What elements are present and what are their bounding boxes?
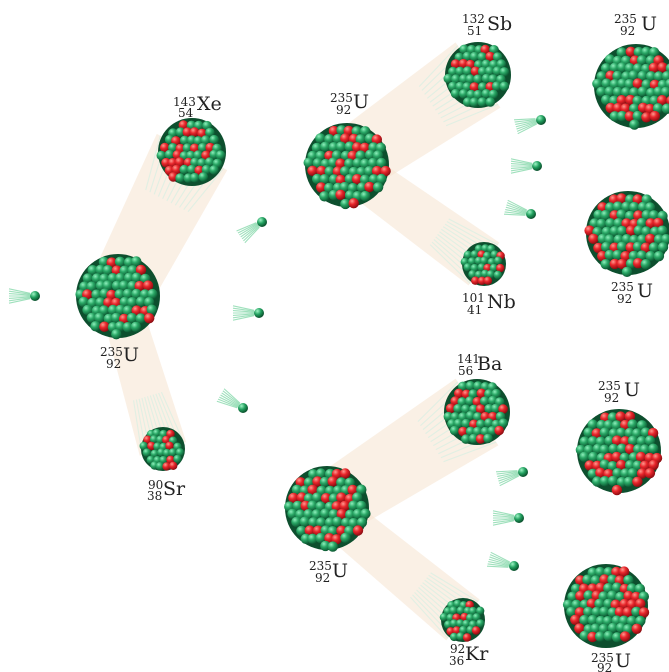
nucleus-nb101 (460, 242, 506, 286)
neutron-streak (486, 551, 511, 568)
free-neutron (257, 217, 267, 227)
nucleus-xe143 (156, 118, 226, 186)
label-sr90: 90 38 Sr (147, 474, 186, 504)
free-neutron (30, 291, 40, 301)
neutron-streak (513, 118, 538, 135)
label-xe143: 143 54 Xe (173, 91, 222, 121)
label-u235-bottom: 235 92 U (309, 555, 348, 586)
label-u235-right-3: 235 92 U (598, 375, 640, 406)
neutron-streaks (8, 118, 538, 568)
neutron-streak (216, 388, 241, 409)
label-u235-right-4: 235 92 U (591, 647, 631, 672)
free-neutron (514, 513, 524, 523)
nucleus-u235-initial (75, 254, 160, 340)
neutron-streak (503, 199, 528, 216)
free-neutron (518, 467, 528, 477)
label-u235-top: 235 92 U (330, 87, 369, 118)
label-u235-right-1: 235 92 U (614, 8, 657, 39)
neutron-streak (510, 158, 533, 174)
free-neutron (532, 161, 542, 171)
label-sb132: 132 51 Sb (462, 8, 512, 39)
neutron-streak (495, 470, 520, 487)
neutron-streak (236, 222, 260, 244)
nucleus-ba141 (443, 379, 510, 445)
nucleus-u235-right-3 (575, 409, 663, 496)
nucleus-sb132 (443, 42, 511, 108)
nucleus-u235-top (303, 123, 391, 210)
free-neutron (254, 308, 264, 318)
nucleus-u235-right-2 (584, 191, 669, 277)
free-neutrons (30, 115, 546, 571)
label-u235-right-2: 235 92 U (611, 276, 653, 307)
label-kr92: 92 36 Kr (449, 638, 489, 669)
nucleus-u235-right-4 (562, 564, 650, 648)
nuclei (75, 42, 669, 648)
neutron-streak (492, 510, 515, 526)
neutron-streak (8, 288, 31, 304)
label-nb101: 101 41 Nb (462, 287, 516, 318)
label-ba141: 141 56 Ba (457, 348, 502, 379)
free-neutron (536, 115, 546, 125)
fragment-trails (89, 42, 501, 641)
free-neutron (526, 209, 536, 219)
neutron-streak (232, 305, 255, 321)
nucleus-kr92 (439, 598, 485, 642)
free-neutron (238, 403, 248, 413)
label-u235-initial: 235 92 U (100, 341, 139, 372)
nucleus-sr90 (139, 427, 185, 471)
free-neutron (509, 561, 519, 571)
nucleus-u235-right-1 (592, 44, 669, 130)
nucleus-u235-bottom (284, 466, 371, 552)
